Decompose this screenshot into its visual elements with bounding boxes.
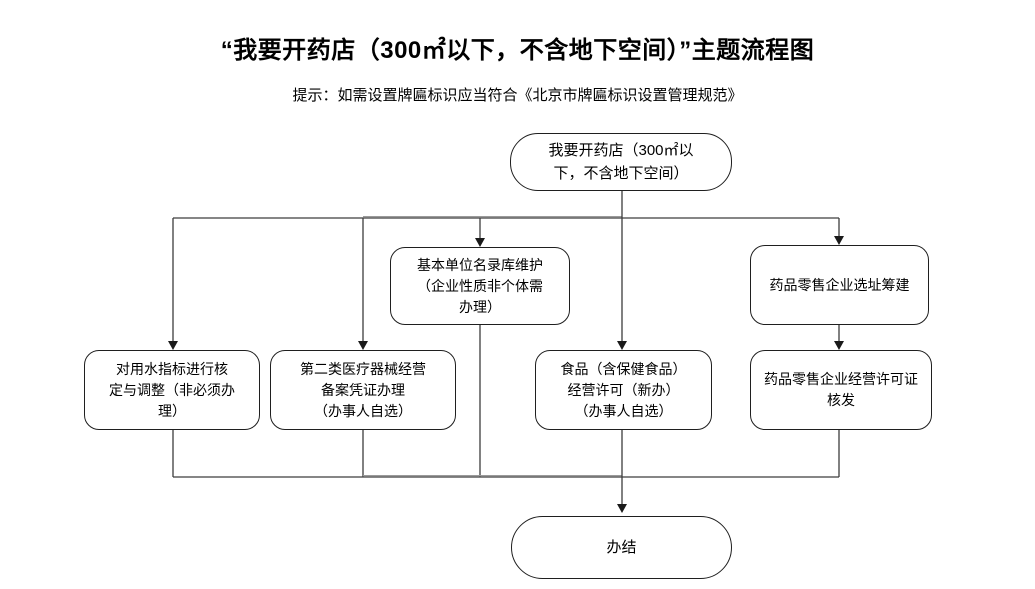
connector-arrowheads: [168, 236, 844, 513]
connector-lines: [172, 190, 840, 505]
node-end-complete: 办结: [511, 516, 732, 579]
node-site-selection: 药品零售企业选址筹建: [750, 245, 929, 325]
arrowhead: [617, 341, 627, 350]
node-drug-retail-license: 药品零售企业经营许可证 核发: [750, 350, 932, 430]
arrowhead: [834, 236, 844, 245]
arrowhead: [834, 341, 844, 350]
node-food-license: 食品（含保健食品） 经营许可（新办） （办事人自选）: [535, 350, 712, 430]
page-subtitle: 提示：如需设置牌匾标识应当符合《北京市牌匾标识设置管理规范》: [292, 87, 743, 104]
node-base-unit-directory: 基本单位名录库维护 （企业性质非个体需 办理）: [390, 247, 570, 325]
arrowhead: [358, 341, 368, 350]
node-medical-device-filing: 第二类医疗器械经营 备案凭证办理 （办事人自选）: [270, 350, 456, 430]
arrowhead: [617, 504, 627, 513]
arrowhead: [168, 341, 178, 350]
arrowhead: [475, 238, 485, 247]
page-title: “我要开药店（300㎡以下，不含地下空间）”主题流程图: [220, 37, 815, 64]
node-start-open-pharmacy: 我要开药店（300㎡以 下，不含地下空间）: [510, 133, 732, 191]
node-water-index: 对用水指标进行核 定与调整（非必须办 理）: [84, 350, 260, 430]
